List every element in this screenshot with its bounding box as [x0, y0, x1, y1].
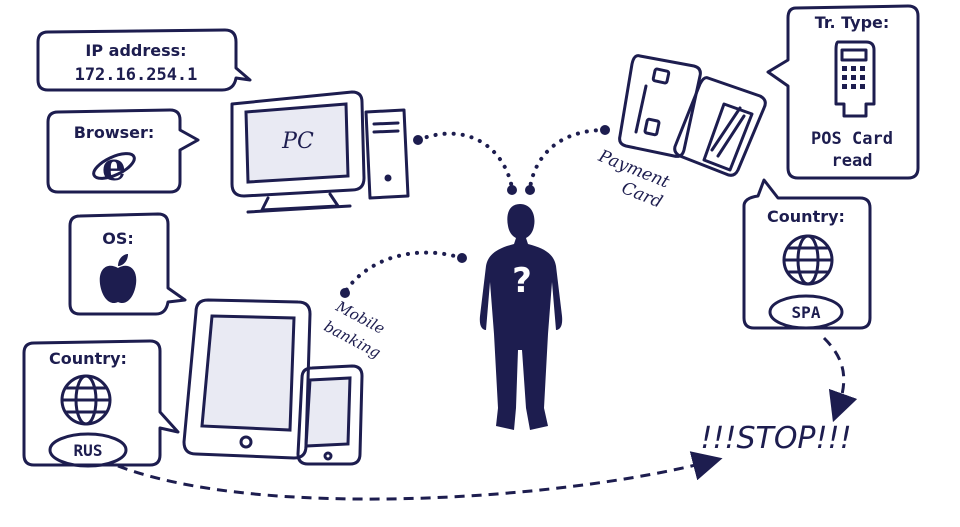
country-right-bubble: Country: SPA [742, 178, 872, 330]
transaction-type-bubble: Tr. Type: POS Card read [766, 4, 920, 180]
ip-address-bubble: IP address: 172.16.254.1 [36, 28, 252, 92]
desktop-computer-icon [230, 90, 410, 214]
os-title: OS: [102, 229, 134, 248]
tablet-phone-icon [182, 298, 364, 466]
country-left-title: Country: [49, 349, 127, 368]
person-silhouette-icon: ? [479, 204, 563, 430]
country-left-code: RUS [74, 441, 103, 460]
apple-icon [99, 254, 137, 304]
os-bubble: OS: [68, 212, 187, 316]
tr-type-value-line1: POS Card [811, 129, 893, 149]
country-left-circle [48, 432, 128, 468]
pc-connector [416, 131, 514, 190]
country-right-code: SPA [792, 303, 821, 322]
ie-icon: e [92, 144, 136, 189]
country-right-title: Country: [767, 207, 845, 226]
card-connector [528, 128, 607, 190]
country-right-circle [768, 294, 844, 330]
globe-icon [60, 374, 112, 426]
person-question-mark: ? [512, 261, 532, 301]
tr-type-title: Tr. Type: [815, 13, 890, 32]
spa-to-stop-arrow [822, 336, 858, 423]
mobile-connector [343, 250, 464, 294]
payment-card-device: Payment Card [595, 54, 767, 213]
browser-title: Browser: [74, 123, 155, 142]
svg-text:e: e [102, 144, 126, 189]
country-left-bubble: Country: RUS [22, 339, 180, 468]
browser-bubble: Browser: e [46, 108, 200, 194]
pc-label: PC [281, 129, 314, 154]
stop-alert: !!!STOP!!! [700, 421, 851, 456]
globe-icon [782, 234, 834, 286]
ip-address-title: IP address: [85, 41, 186, 60]
tr-type-value-line2: read [832, 151, 873, 171]
connector-dots [340, 125, 610, 298]
rus-to-stop-arrow [117, 451, 723, 501]
mobile-device: Mobile banking [182, 297, 388, 466]
credit-card-icon [618, 54, 767, 177]
ip-address-value: 172.16.254.1 [75, 65, 198, 85]
pos-terminal-icon [834, 40, 876, 118]
pc-device: PC [230, 90, 410, 214]
